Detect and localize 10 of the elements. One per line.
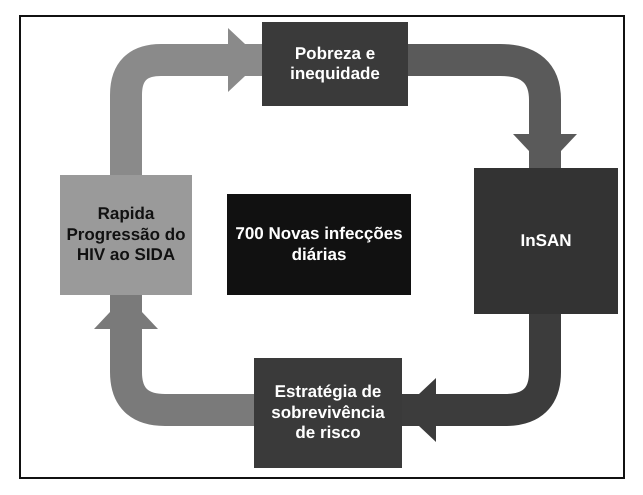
box-label: Estratégia de sobrevivência de risco [270, 382, 386, 444]
box-label: 700 Novas infecções diárias [234, 224, 404, 265]
cycle-box [262, 22, 408, 106]
box-label: Pobreza e inequidade [289, 44, 381, 84]
cycle-box [254, 358, 402, 468]
box-label: InSAN [520, 230, 572, 252]
cycle-box [474, 168, 618, 314]
center-box [227, 194, 411, 295]
box-label: Rapida Progressão do HIV ao SIDA [66, 204, 186, 266]
cycle-box [60, 175, 192, 295]
